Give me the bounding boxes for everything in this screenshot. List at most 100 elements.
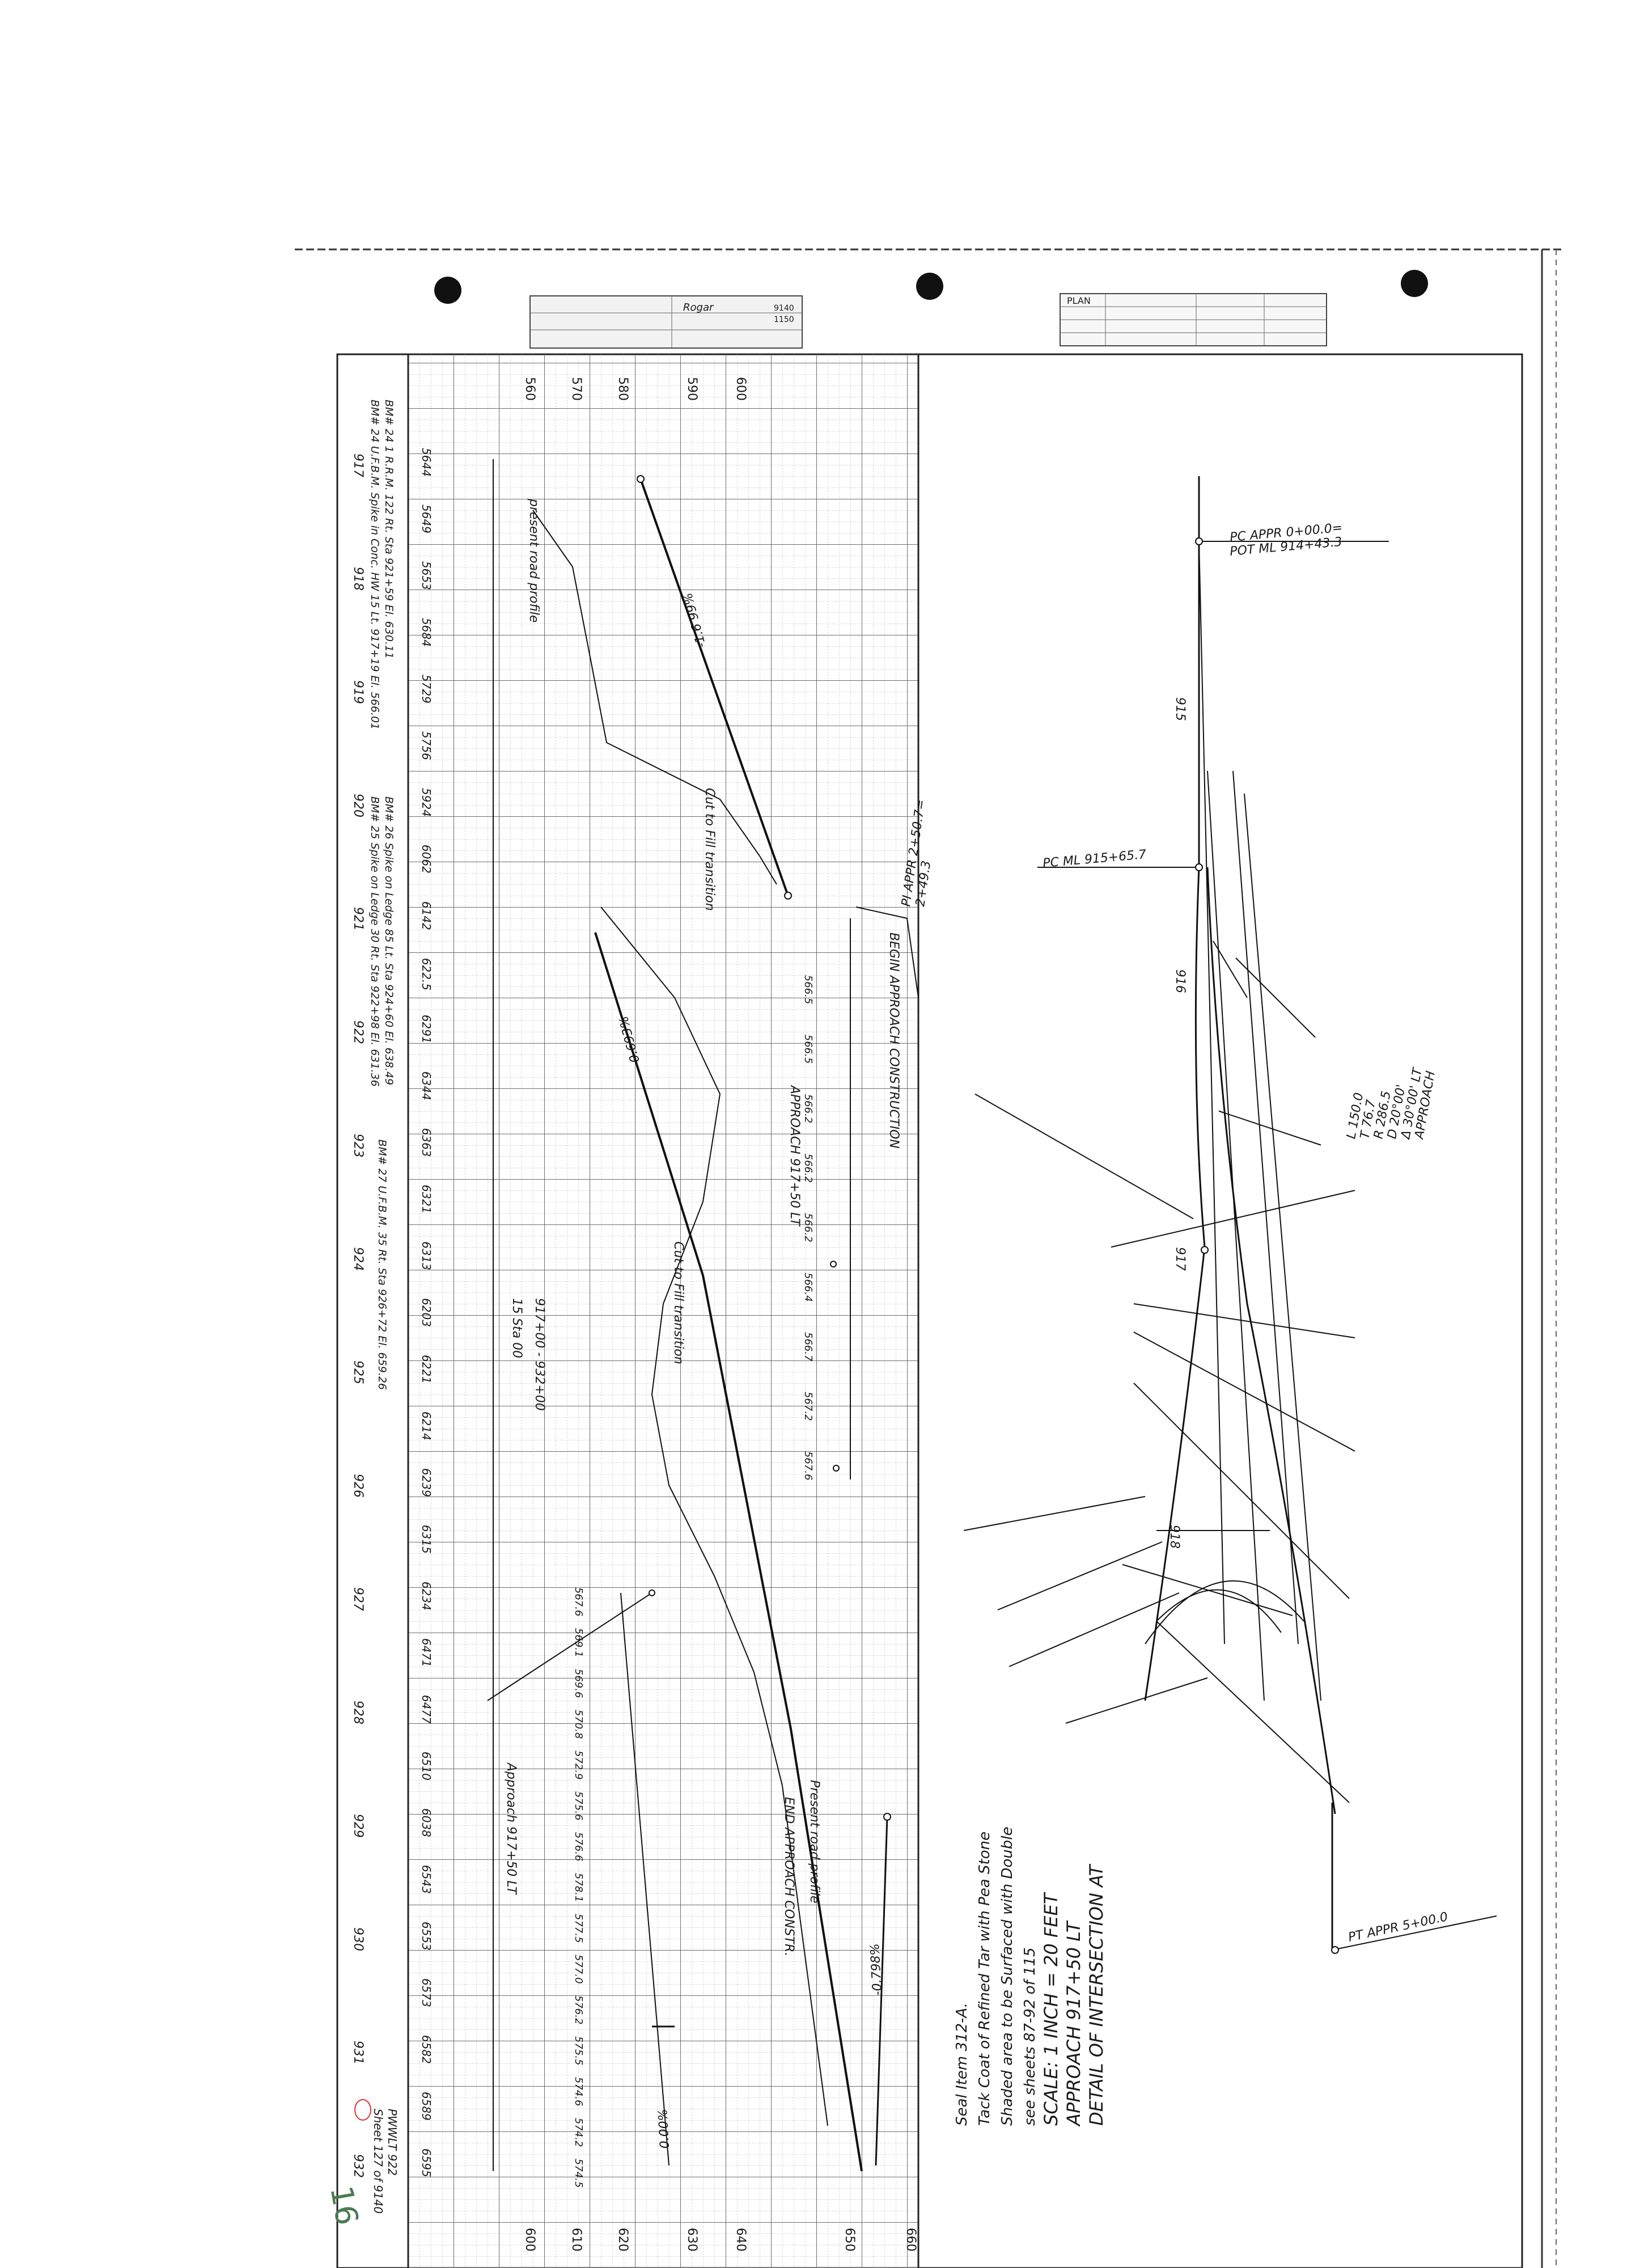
svg-text:590: 590	[685, 377, 699, 401]
ground-elevation: 5653	[420, 561, 433, 590]
svg-text:660: 660	[904, 2228, 918, 2252]
ground-elevation: 6510	[420, 1752, 433, 1781]
sheet-code: 9140	[774, 304, 794, 313]
grade-line	[875, 1816, 888, 2166]
ground-elevation: 6573	[420, 1978, 433, 2007]
station-label: 927	[351, 1587, 365, 1611]
station-label: 925	[351, 1360, 365, 1384]
title-block-right: PLAN	[1060, 293, 1327, 346]
approach-grade: 567.6	[802, 1451, 814, 1481]
svg-text:560: 560	[523, 377, 537, 401]
ground-elevation: 6595	[420, 2148, 433, 2177]
svg-text:BM# 24 U.F.B.M. Spike in Conc.: BM# 24 U.F.B.M. Spike in Conc. HW 15 Lt.…	[368, 400, 381, 730]
profile-note: END APPROACH CONSTR.	[782, 1797, 796, 1956]
approach-profile-label: APPROACH 917+50 LT	[787, 1084, 802, 1227]
ground-elevation: 6214	[420, 1411, 433, 1440]
approach-grade: 575.5	[573, 2036, 584, 2066]
svg-text:630: 630	[685, 2228, 699, 2252]
plan-points	[1195, 537, 1339, 1954]
ground-elevation: 6203	[420, 1298, 433, 1327]
station-label: 921	[351, 907, 365, 931]
ground-elevation: 6543	[420, 1865, 433, 1894]
approach-grade: 567.2	[802, 1392, 814, 1421]
svg-text:BM# 26 Spike on Ledge 85 Lt. S: BM# 26 Spike on Ledge 85 Lt. Sta 924+60 …	[383, 796, 395, 1085]
detail-note: Tack Coat of Refined Tar with Pea Stone	[976, 1832, 993, 2126]
ground-elevation: 6291	[420, 1015, 433, 1044]
ground-elevation: 6313	[420, 1241, 433, 1270]
grade-label: 0.00%	[656, 2109, 672, 2149]
approach-grade	[855, 906, 919, 998]
range-label: 917+00 - 932+00	[532, 1298, 546, 1411]
approach-grade: 566.2	[802, 1154, 814, 1183]
approach-grade: 576.2	[573, 1995, 584, 2025]
ground-elevation: 5644	[420, 448, 433, 477]
svg-text:620: 620	[616, 2228, 630, 2252]
ground-elevation: 6062	[420, 845, 433, 874]
detail-note: see sheets 87-92 of 115	[1022, 1947, 1039, 2126]
ground-elevation: 622.5	[420, 958, 433, 990]
approach-grade: 574.6	[573, 2077, 584, 2106]
ground-elevation: 6582	[420, 2035, 433, 2064]
detail-note: Seal Item 312-A.	[954, 2003, 971, 2126]
ground-elevation: 6142	[420, 901, 433, 930]
ground-elevation: 6363	[420, 1128, 433, 1157]
plan-view	[963, 476, 1497, 1951]
station-label: 918	[351, 567, 365, 591]
ground-elevation: 6038	[420, 1808, 433, 1837]
svg-text:BM# 27 U.F.B.M. 35 Rt. Sta 926: BM# 27 U.F.B.M. 35 Rt. Sta 926+72 El. 65…	[376, 1139, 388, 1390]
approach-profile	[487, 1592, 652, 1701]
station-label: 929	[351, 1814, 365, 1838]
approach-profile-label: Approach 917+50 LT	[504, 1762, 518, 1895]
approach-grade: 569.6	[573, 1669, 584, 1698]
drawing-frame	[336, 353, 1523, 2268]
station-label: 919	[351, 680, 365, 704]
ground-elevation: 5924	[420, 788, 433, 817]
approach-grade: 577.0	[573, 1955, 584, 1984]
ground-elevation: 6344	[420, 1071, 433, 1100]
station-label: 916	[1173, 969, 1187, 993]
station-label: 932	[351, 2154, 365, 2178]
bench-mark-notes: BM# 24 U.F.B.M. Spike in Conc. HW 15 Lt.…	[368, 400, 395, 1390]
ground-elevation: 6234	[420, 1582, 433, 1610]
ground-elevations: 564456495653568457295756592460626142622.…	[420, 448, 433, 2177]
ground-elevation: 5729	[420, 675, 433, 703]
sheet-name: Rogar	[683, 302, 714, 313]
grade-line	[594, 932, 863, 2172]
profile-notes: -1.6 99% -0.693% -0.798% 0.00% present r…	[504, 498, 901, 2149]
sheet-reference: PWWLT 922 Sheet 127 of 9140	[354, 2099, 399, 2214]
svg-text:600: 600	[523, 2228, 537, 2252]
station-label: 931	[351, 2041, 365, 2064]
svg-text:580: 580	[616, 377, 630, 401]
approach-grades-lower: 567.6569.1569.6570.8572.9575.6576.6578.1…	[573, 1587, 584, 2188]
svg-text:640: 640	[734, 2228, 748, 2252]
elevation-ticks-bottom: 600 610 620 630 640 650 660	[523, 2228, 918, 2252]
station-label: 928	[351, 1701, 365, 1724]
profile-lines	[487, 459, 919, 2172]
ground-elevation: 5684	[420, 618, 433, 647]
approach-grade: 566.2	[802, 1213, 814, 1243]
sheet-ref-line2: Sheet 127 of 9140	[371, 2109, 385, 2214]
ground-elevation: 5649	[420, 505, 433, 533]
circled-sheet-number	[354, 2099, 371, 2121]
station-label: 917	[1173, 1247, 1187, 1271]
svg-text:BM# 25 Spike on Ledge 30 Rt. S: BM# 25 Spike on Ledge 30 Rt. Sta 922+98 …	[368, 796, 381, 1087]
sheet-code: 1150	[774, 315, 794, 324]
approach-grade: 575.6	[573, 1791, 584, 1821]
svg-text:570: 570	[569, 377, 583, 401]
svg-text:650: 650	[842, 2228, 857, 2252]
title-block-left: Rogar 9140 1150	[529, 295, 803, 349]
approach-grade: 572.9	[573, 1750, 584, 1780]
present-road-profile	[600, 906, 828, 2126]
profile-grid	[408, 354, 918, 2268]
detail-note: DETAIL OF INTERSECTION AT	[1086, 1863, 1107, 2126]
approach-grade: 570.8	[573, 1710, 584, 1739]
approach-grade: 566.7	[802, 1332, 814, 1362]
detail-note: Shaded area to be Surfaced with Double	[999, 1826, 1016, 2126]
ground-elevation: 6477	[420, 1695, 433, 1724]
sheet-ref-line1: PWWLT 922	[385, 2109, 399, 2176]
station-label: 922	[351, 1020, 365, 1044]
station-label: 926	[351, 1474, 365, 1498]
binder-hole-icon	[434, 277, 461, 304]
